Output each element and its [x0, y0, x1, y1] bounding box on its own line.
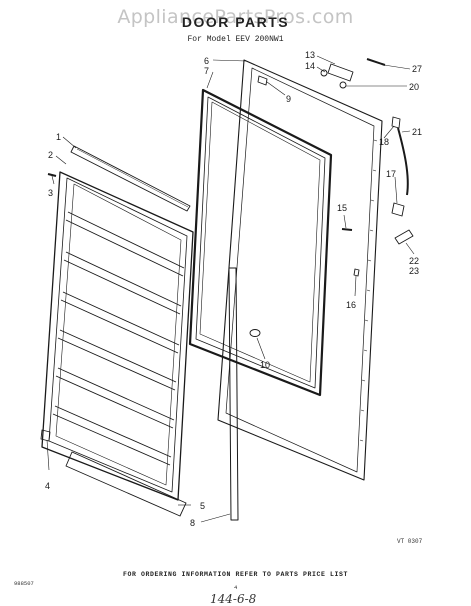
part-label-22: 22: [409, 256, 419, 266]
part-label-group: 1 2 3 4 5 6 7 8 9 10 13 14 15 16 17 18 2…: [45, 50, 422, 528]
part-label-3: 3: [48, 188, 53, 198]
part-label-4: 4: [45, 481, 50, 491]
hardware-parts: [40, 58, 414, 442]
part-label-10: 10: [260, 360, 270, 370]
diagram-title: DOOR PARTS: [181, 14, 290, 30]
document-code: 988507: [14, 580, 34, 587]
model-subtitle: For Model EEV 200NW1: [187, 35, 284, 44]
part-label-13: 13: [305, 50, 315, 60]
part-label-7: 7: [204, 66, 209, 76]
part-label-21: 21: [412, 127, 422, 137]
part-label-16: 16: [346, 300, 356, 310]
part-label-8: 8: [190, 518, 195, 528]
part-label-1: 1: [56, 132, 61, 142]
drawing-code: VT 0307: [397, 538, 423, 545]
door-gasket: [188, 88, 333, 397]
part-label-20: 20: [409, 82, 419, 92]
part-label-9: 9: [286, 94, 291, 104]
inner-door-liner: [41, 145, 194, 517]
watermark: AppliancePartsPros.com: [117, 6, 354, 28]
part-label-5: 5: [200, 501, 205, 511]
outer-door-panel: [217, 59, 383, 481]
part-label-15: 15: [337, 203, 347, 213]
part-label-23: 23: [409, 266, 419, 276]
part-label-6: 6: [204, 56, 209, 66]
part-label-18: 18: [379, 137, 389, 147]
handwritten-note: 144-6-8: [210, 592, 257, 606]
ordering-note: FOR ORDERING INFORMATION REFER TO PARTS …: [122, 571, 349, 578]
part-label-27: 27: [412, 64, 422, 74]
part-label-14: 14: [305, 61, 315, 71]
part-label-17: 17: [386, 169, 396, 179]
page-number: 4: [234, 584, 238, 591]
breaker-strip: [228, 267, 239, 521]
leader-lines: [46, 55, 415, 523]
part-label-2: 2: [48, 150, 53, 160]
